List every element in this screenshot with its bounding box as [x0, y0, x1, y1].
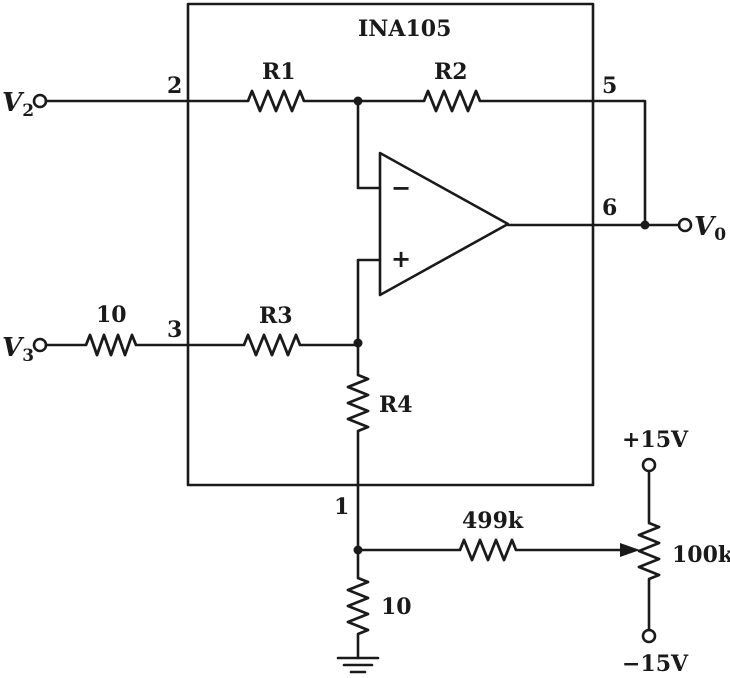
opamp-triangle — [378, 151, 510, 297]
wire-noninverting — [356, 258, 382, 344]
ground-symbol — [336, 656, 380, 674]
label-pos-supply: +15V — [622, 427, 689, 453]
label-v2: V2 — [2, 88, 34, 121]
pin-5: 5 — [602, 73, 617, 99]
opamp-inverting-sign: − — [391, 174, 411, 202]
pin-3: 3 — [167, 317, 182, 343]
chip-outline — [186, 2, 595, 487]
label-neg-supply: −15V — [622, 651, 689, 677]
pin-2: 2 — [167, 73, 182, 99]
resistor-499k — [458, 538, 518, 562]
label-vo: V0 — [694, 212, 726, 245]
label-r4: R4 — [379, 392, 413, 418]
label-r2: R2 — [434, 59, 468, 85]
opamp-noninverting-sign: + — [391, 245, 411, 273]
label-r1: R1 — [262, 59, 296, 85]
resistor-ground-10 — [346, 576, 370, 636]
terminal-vo — [677, 217, 693, 233]
label-pot: 100k — [672, 542, 730, 568]
resistor-r3 — [242, 333, 302, 357]
chip-name: INA105 — [358, 16, 451, 42]
terminal-v2 — [32, 93, 48, 109]
resistor-input-10 — [84, 333, 138, 357]
terminal-v3 — [32, 337, 48, 353]
label-r3: R3 — [259, 303, 293, 329]
pin-6: 6 — [602, 195, 617, 221]
label-r-input: 10 — [96, 302, 127, 328]
resistor-r4 — [346, 373, 370, 433]
terminal-pos-supply — [641, 457, 657, 473]
wire-node-inverting — [356, 99, 382, 190]
node-output — [640, 220, 650, 230]
potentiometer-100k — [637, 521, 661, 581]
label-v3: V3 — [2, 333, 34, 366]
resistor-r1 — [246, 89, 306, 113]
label-r-trim: 499k — [462, 508, 524, 534]
resistor-r2 — [422, 89, 482, 113]
wire-r2-pin5 — [478, 99, 647, 227]
pot-wiper-arrow — [620, 543, 640, 557]
label-r-ground: 10 — [381, 594, 412, 620]
terminal-neg-supply — [641, 628, 657, 644]
pin-1: 1 — [334, 494, 349, 520]
